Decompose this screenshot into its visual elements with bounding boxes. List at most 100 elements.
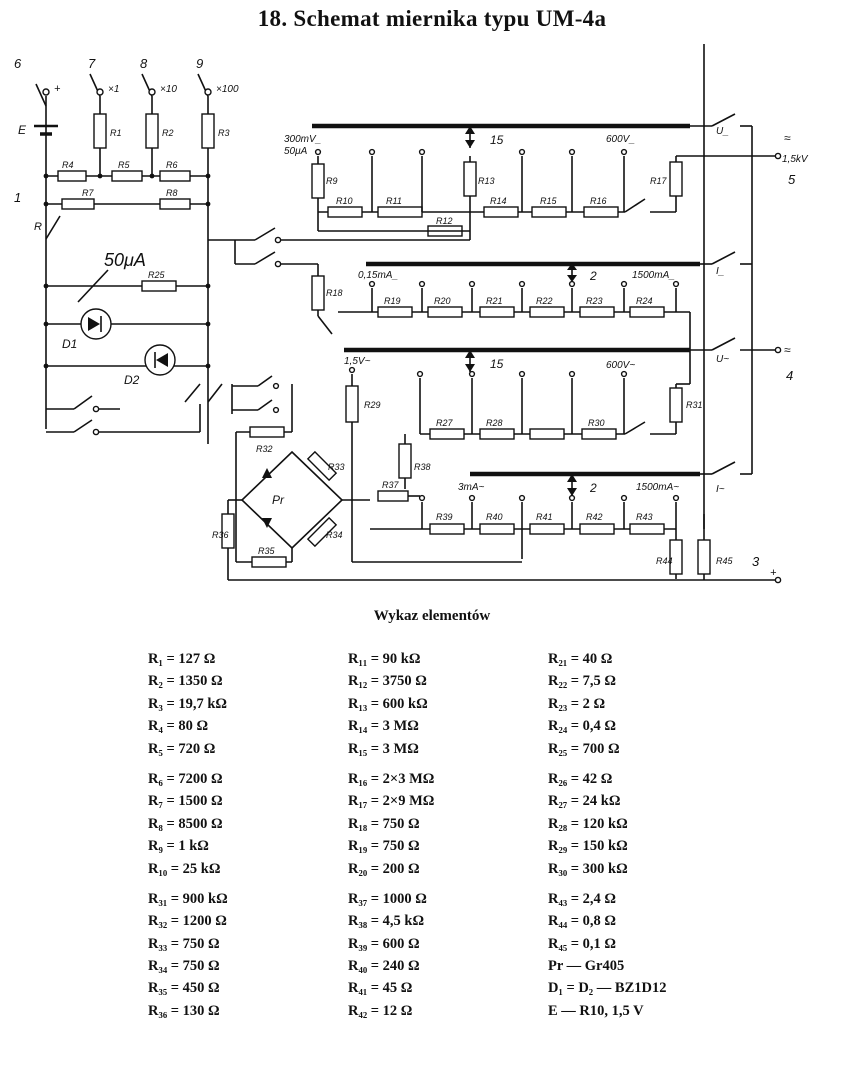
resistor-label-R44: R44 bbox=[656, 556, 673, 566]
component-row: R₂₀ = 200 Ω bbox=[348, 860, 420, 877]
terminal-8-sign: ×10 bbox=[160, 84, 177, 95]
resistor-label-R12: R12 bbox=[436, 216, 453, 226]
components-column-1: R₁ = 127 Ω R₂ = 1350 Ω R₃ = 19,7 kΩ R₄ = 80… bbox=[148, 648, 228, 1022]
ac-current-chain bbox=[228, 44, 782, 584]
component-row: R₉ = 1 kΩ bbox=[148, 838, 209, 855]
range-600V-dc-label: 600V_ bbox=[606, 134, 635, 145]
resistor-label-R29: R29 bbox=[364, 400, 381, 410]
resistor-R17 bbox=[669, 161, 683, 197]
component-row: R₂₄ = 0,4 Ω bbox=[548, 718, 617, 735]
component-row: R₄₃ = 2,4 Ω bbox=[548, 890, 617, 907]
resistor-label-R11: R11 bbox=[386, 196, 402, 206]
resistor-R27 bbox=[429, 428, 465, 440]
switch-U-ac-label: U~ bbox=[716, 354, 729, 365]
resistor-R9 bbox=[311, 163, 325, 199]
component-row: D₁ = D₂ — BZ1D12 bbox=[548, 980, 667, 997]
switch-U-dc-label: U_ bbox=[716, 126, 729, 137]
component-row: R₄₅ = 0,1 Ω bbox=[548, 935, 617, 952]
resistor-label-R37: R37 bbox=[382, 480, 400, 490]
resistor-label-R8: R8 bbox=[166, 188, 178, 198]
switch-R-label: R bbox=[34, 221, 42, 233]
resistor-label-R2: R2 bbox=[162, 128, 174, 138]
left-input-section bbox=[34, 73, 215, 444]
components-heading: Wykaz elementów bbox=[373, 608, 491, 624]
resistor-label-R19: R19 bbox=[384, 296, 401, 306]
page-title: 18. Schemat miernika typu UM-4a bbox=[257, 6, 607, 31]
resistor-label-R6: R6 bbox=[166, 160, 178, 170]
terminal-5-range: 1,5kV bbox=[782, 154, 809, 165]
resistor-R31 bbox=[669, 387, 683, 423]
resistor-R41 bbox=[529, 523, 565, 535]
component-row: R₃₆ = 130 Ω bbox=[148, 1002, 220, 1019]
component-row: E — R10, 1,5 V bbox=[548, 1002, 644, 1019]
resistor-label-R20: R20 bbox=[434, 296, 451, 306]
resistor-R13 bbox=[463, 161, 477, 197]
switch-15-bottom-label: 15 bbox=[490, 357, 504, 371]
resistor-R37 bbox=[377, 490, 409, 502]
terminal-3-number: 3 bbox=[752, 554, 760, 569]
component-row: R₂ = 1350 Ω bbox=[148, 673, 223, 690]
ac-voltage-chain bbox=[344, 156, 782, 489]
component-row: R₁₆ = 2×3 MΩ bbox=[348, 770, 435, 787]
resistor-label-R5: R5 bbox=[118, 160, 130, 170]
function-switch bbox=[184, 227, 470, 432]
resistor-R23 bbox=[579, 306, 615, 318]
terminal-3-sign: + bbox=[770, 567, 777, 579]
resistor-label-R10: R10 bbox=[336, 196, 353, 206]
component-row: R₃₅ = 450 Ω bbox=[148, 980, 220, 997]
component-row: R₅ = 720 Ω bbox=[148, 740, 216, 757]
resistor-label-R30: R30 bbox=[588, 418, 605, 428]
resistor-label-R40: R40 bbox=[486, 512, 503, 522]
component-row: R₃₃ = 750 Ω bbox=[148, 935, 220, 952]
resistor-R7 bbox=[61, 198, 95, 210]
dc-current-chain bbox=[311, 251, 752, 384]
resistor-label-R13: R13 bbox=[478, 176, 495, 186]
resistor-R16 bbox=[583, 206, 619, 218]
resistor-R36 bbox=[221, 513, 235, 549]
component-row: R₃₂ = 1200 Ω bbox=[148, 913, 227, 930]
resistor-R33 bbox=[306, 450, 338, 482]
resistor-label-R17: R17 bbox=[650, 176, 668, 186]
resistor-R19 bbox=[377, 306, 413, 318]
component-row: R₁₃ = 600 kΩ bbox=[348, 695, 428, 712]
section-1-label: 1 bbox=[14, 190, 21, 205]
resistor-R15 bbox=[531, 206, 567, 218]
resistor-R21 bbox=[479, 306, 515, 318]
resistor-label-R1: R1 bbox=[110, 128, 122, 138]
component-row: R₂₈ = 120 kΩ bbox=[548, 815, 628, 832]
resistor-R30 bbox=[581, 428, 617, 440]
resistor-R14 bbox=[483, 206, 519, 218]
component-row: R₁ = 127 Ω bbox=[148, 651, 216, 667]
resistor-R18 bbox=[311, 275, 325, 311]
terminal-6-sign: + bbox=[54, 83, 61, 95]
resistor-R35 bbox=[251, 556, 287, 568]
component-row: R₁₄ = 3 MΩ bbox=[348, 718, 419, 735]
resistor-label-R4: R4 bbox=[62, 160, 74, 170]
terminal-4-sign: ≈ bbox=[784, 343, 791, 357]
resistor-label-R28: R28 bbox=[486, 418, 503, 428]
component-row: R₁₁ = 90 kΩ bbox=[348, 651, 421, 667]
component-row: R₆ = 7200 Ω bbox=[148, 770, 223, 787]
component-row: R₄ = 80 Ω bbox=[148, 718, 209, 735]
resistor-R11 bbox=[377, 206, 423, 218]
terminal-5-number: 5 bbox=[788, 172, 796, 187]
switch-I-ac-label: I~ bbox=[716, 484, 725, 495]
component-row: R₄₁ = 45 Ω bbox=[348, 980, 413, 997]
switch-2-bottom-label: 2 bbox=[589, 481, 597, 495]
terminal-6-number: 6 bbox=[14, 56, 22, 71]
resistor-R44 bbox=[669, 539, 683, 575]
resistor-R8 bbox=[159, 198, 191, 210]
resistor-label-R43: R43 bbox=[636, 512, 653, 522]
component-row: R₄₀ = 240 Ω bbox=[348, 958, 420, 975]
resistor-R42 bbox=[579, 523, 615, 535]
switch-I-dc-label: I_ bbox=[716, 266, 724, 277]
resistor-label-R45: R45 bbox=[716, 556, 734, 566]
resistor-R29 bbox=[345, 385, 359, 423]
component-row: R₂₁ = 40 Ω bbox=[548, 651, 613, 667]
component-row: R₃ = 19,7 kΩ bbox=[148, 695, 228, 712]
component-row: R₁₂ = 3750 Ω bbox=[348, 673, 427, 690]
component-row: R₂₅ = 700 Ω bbox=[548, 740, 620, 757]
terminal-5-sign: ≈ bbox=[784, 131, 791, 145]
rectifier-bridge bbox=[221, 426, 420, 580]
